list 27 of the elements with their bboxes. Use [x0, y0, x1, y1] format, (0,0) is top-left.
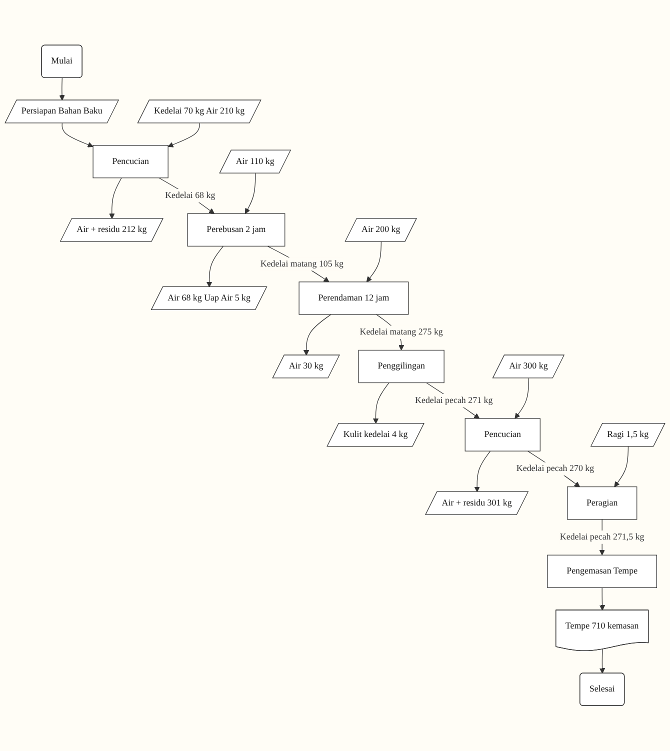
- arrow: [206, 246, 224, 288]
- arrow: [62, 123, 94, 148]
- arrow: [366, 242, 382, 282]
- node-box: Pengemasan Tempe: [547, 554, 658, 588]
- arrow: [514, 378, 530, 419]
- arrow: [303, 314, 332, 356]
- arrow: [372, 382, 390, 424]
- edge-label: Kedelai matang 275 kg: [360, 328, 443, 338]
- edge-label: Kedelai pecah 270 kg: [516, 464, 594, 474]
- arrow: [168, 123, 200, 148]
- arrow: [599, 649, 606, 674]
- edge-label: Kedelai pecah 271,5 kg: [560, 532, 644, 542]
- node-box: Pencucian: [92, 145, 168, 178]
- arrow: [614, 446, 629, 488]
- node-box: Penggilingan: [358, 350, 444, 384]
- edge-label: Kedelai pecah 271 kg: [415, 396, 493, 406]
- arrow: [599, 588, 606, 611]
- node-box: Perendaman 12 jam: [298, 282, 409, 315]
- node-box: Perebusan 2 jam: [187, 213, 286, 247]
- edge-label: Kedelai matang 105 kg: [260, 259, 344, 269]
- arrow: [59, 78, 65, 101]
- arrow: [109, 178, 122, 220]
- node-box: Pencucian: [464, 418, 540, 452]
- arrow: [474, 450, 491, 492]
- edge-label: Kedelai 68 kg: [165, 191, 216, 201]
- node-box: Peragian: [566, 486, 638, 520]
- arrow: [244, 173, 256, 214]
